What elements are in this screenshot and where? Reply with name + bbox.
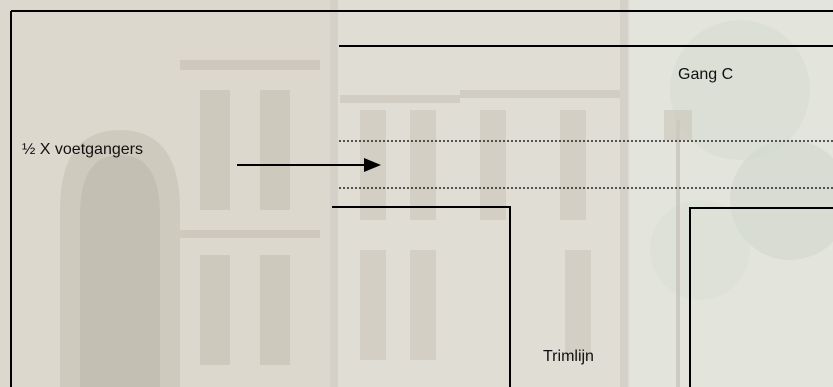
half-pedestrians-label: ½ X voetgangers	[22, 141, 143, 158]
trim-corner-right	[689, 207, 833, 387]
direction-arrow-head	[364, 158, 381, 172]
trim-corner-left	[332, 206, 511, 387]
corridor-c-label: Gang C	[678, 66, 734, 83]
trimline-label: Trimlijn	[543, 348, 594, 365]
